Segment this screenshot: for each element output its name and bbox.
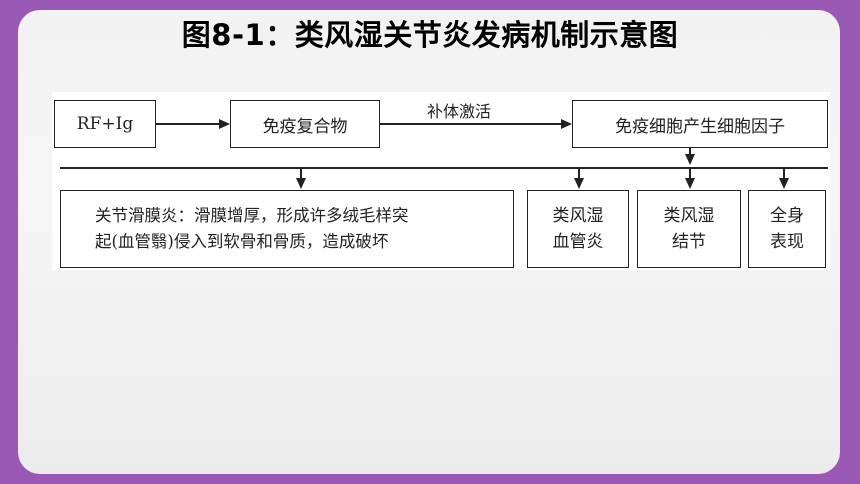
arrowhead-complex-to-cells	[561, 119, 572, 129]
node-nodule: 类风湿 结节	[637, 190, 741, 268]
slide-title: 图8-1：类风湿关节炎发病机制示意图	[181, 18, 679, 52]
node-rf-ig: RF+Ig	[54, 100, 156, 148]
arrowhead-to-synovitis	[296, 178, 306, 189]
bus-line	[60, 167, 828, 169]
node-synovitis: 关节滑膜炎：滑膜增厚，形成许多绒毛样突 起(血管翳)侵入到软骨和骨质，造成破坏	[60, 190, 514, 268]
edge-label-complement: 补体激活	[427, 102, 492, 121]
node-systemic: 全身 表现	[748, 190, 826, 268]
arrow-rf-to-complex	[156, 123, 220, 125]
arrowhead-cells-down	[685, 154, 695, 165]
arrowhead-to-vasculitis	[574, 178, 584, 189]
connector-cells-down	[689, 148, 691, 158]
connector-to-vasculitis	[578, 168, 580, 178]
arrowhead-to-systemic	[779, 178, 789, 189]
arrow-complex-to-cells	[380, 123, 562, 125]
node-vasculitis: 类风湿 血管炎	[527, 190, 629, 268]
arrowhead-to-nodule	[685, 178, 695, 189]
connector-to-nodule	[689, 168, 691, 178]
node-immune-complex: 免疫复合物	[230, 100, 380, 148]
connector-to-synovitis	[300, 168, 302, 178]
node-cell-cytokines: 免疫细胞产生细胞因子	[572, 100, 828, 148]
connector-to-systemic	[783, 168, 785, 178]
mechanism-diagram: RF+Ig 免疫复合物 免疫细胞产生细胞因子 补体激活 关节滑膜炎：滑膜增厚，形…	[52, 92, 830, 270]
arrowhead-rf-to-complex	[219, 119, 230, 129]
